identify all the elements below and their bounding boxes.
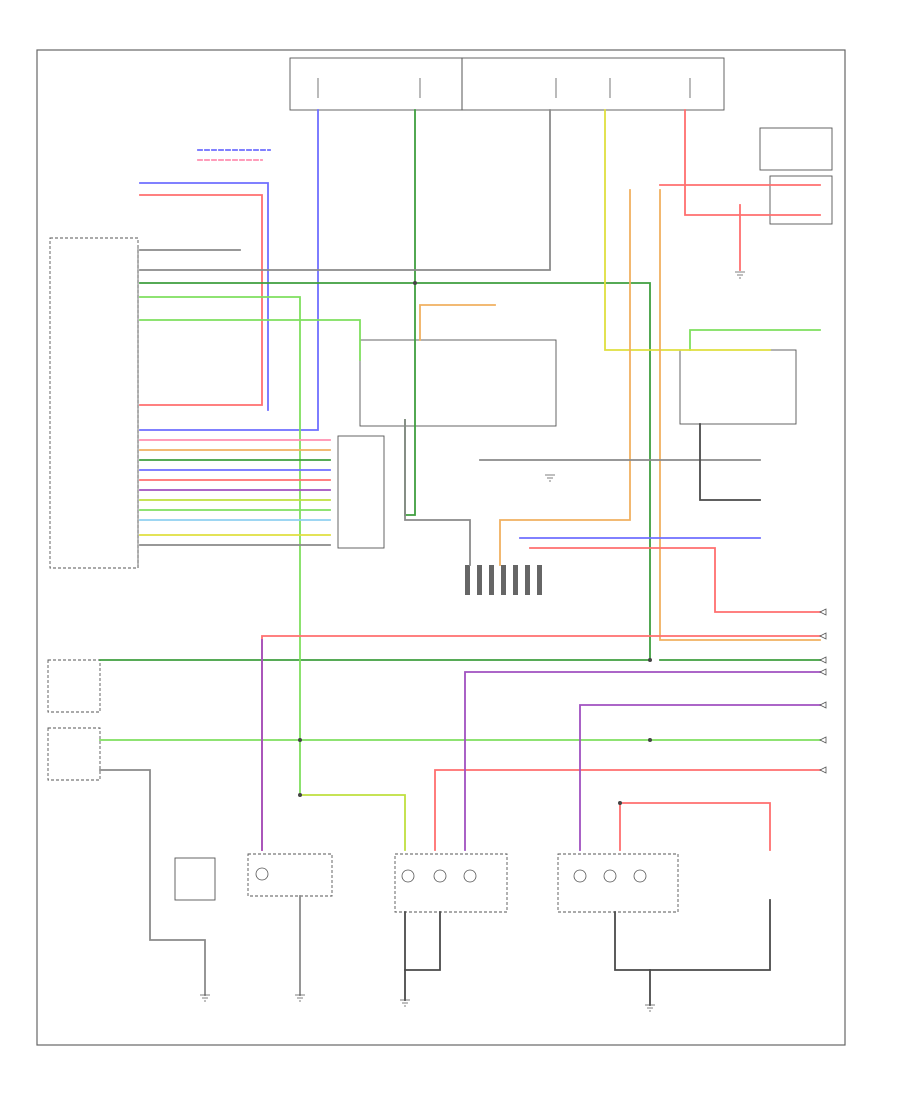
terminal-arrow xyxy=(819,701,827,709)
wire-red xyxy=(529,547,821,613)
ground-icon xyxy=(545,474,555,482)
wire-red xyxy=(434,769,821,851)
ground-icon xyxy=(735,271,745,279)
wire-red xyxy=(139,194,263,406)
wire-red xyxy=(684,109,821,216)
wire-purple xyxy=(464,671,821,851)
trailer-pin xyxy=(513,565,518,595)
trailer-pin xyxy=(525,565,530,595)
connector-top-right xyxy=(759,127,833,171)
wire-light-green xyxy=(139,319,361,361)
ground-icon xyxy=(645,1004,655,1012)
wire-light-green xyxy=(689,329,821,351)
splice-dot xyxy=(648,658,652,662)
terminal-arrow xyxy=(819,632,827,640)
lamp-housing-right xyxy=(557,853,679,913)
trailer-pin xyxy=(465,565,470,595)
harness-bundle xyxy=(139,439,331,546)
fuse-box-right xyxy=(461,57,725,111)
terminal-arrow xyxy=(819,608,827,616)
splice-dot xyxy=(298,738,302,742)
right-edge-terminals xyxy=(819,608,827,774)
trailer-connector xyxy=(465,565,542,595)
connector-center-left xyxy=(337,435,385,549)
splice-dot xyxy=(618,801,622,805)
wire-blue xyxy=(139,182,269,411)
switch-unit-lower-left xyxy=(47,727,101,781)
lamp-icon xyxy=(255,867,269,881)
ground-icon xyxy=(200,994,210,1002)
ground-icon xyxy=(400,999,410,1007)
fuse-box-left xyxy=(289,57,463,111)
trailer-pin xyxy=(477,565,482,595)
wire-grey xyxy=(139,109,551,271)
connector-mid-right xyxy=(769,175,833,225)
wire-orange xyxy=(419,304,496,341)
wire-yellow-green xyxy=(299,794,406,851)
wire-grey xyxy=(99,769,206,996)
diagram-frame xyxy=(36,49,846,1046)
wire-grey xyxy=(404,419,471,566)
terminal-arrow xyxy=(819,656,827,664)
lamp-icon xyxy=(633,869,647,883)
ground-icons xyxy=(200,271,745,1012)
trailer-pin xyxy=(501,565,506,595)
lamp-icon xyxy=(573,869,587,883)
lamp-icon xyxy=(433,869,447,883)
splice-dot xyxy=(413,281,417,285)
wire-green xyxy=(139,282,651,661)
trailer-pin xyxy=(537,565,542,595)
lamp-housing-left xyxy=(247,853,333,897)
wire-blue xyxy=(139,109,319,431)
splice-dot xyxy=(648,738,652,742)
wire-purple xyxy=(579,704,821,851)
wire-light-green xyxy=(139,296,301,796)
door-switch-box xyxy=(174,857,216,901)
lamp-icons xyxy=(255,867,647,883)
wire-black xyxy=(404,911,441,971)
switch-unit-upper-left xyxy=(47,659,101,713)
wire-green xyxy=(404,109,416,516)
lamp-icon xyxy=(401,869,415,883)
terminal-arrow xyxy=(819,766,827,774)
wire-orange xyxy=(659,189,821,641)
fuse-elements xyxy=(317,78,691,98)
trailer-pin xyxy=(489,565,494,595)
terminal-arrow xyxy=(819,668,827,676)
wire-yellow xyxy=(604,109,771,351)
lamp-icon xyxy=(603,869,617,883)
wire-black xyxy=(699,423,761,501)
splice-points xyxy=(298,281,652,805)
ground-icon xyxy=(295,994,305,1002)
lamp-housing-center xyxy=(394,853,508,913)
relay-block-center xyxy=(359,339,557,427)
fuse-block-top xyxy=(289,57,725,111)
wire-black xyxy=(614,899,771,971)
lamp-icon xyxy=(463,869,477,883)
wire-orange xyxy=(499,189,631,566)
control-unit-left xyxy=(49,237,139,569)
wire-red xyxy=(261,635,821,851)
terminal-arrow xyxy=(819,736,827,744)
splice-dot xyxy=(298,793,302,797)
switch-block-right xyxy=(679,349,797,425)
wire-red xyxy=(619,802,771,851)
